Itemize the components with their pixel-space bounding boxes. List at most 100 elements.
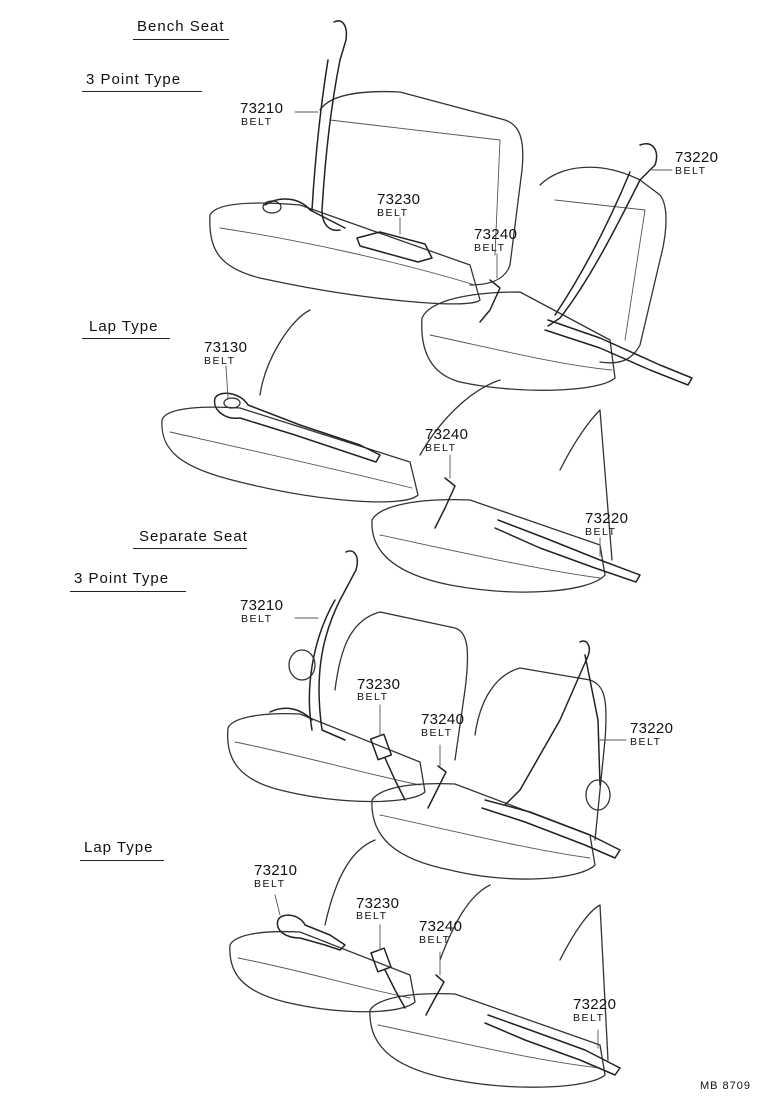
anchor-73130	[223, 397, 241, 409]
bench-seat-back-seam	[329, 119, 501, 256]
bench-lap-cushion	[161, 406, 419, 503]
header-bench-seat-underline	[133, 39, 229, 40]
callout-g4-73220: 73220	[573, 996, 617, 1013]
header-separate-seat: Separate Seat	[139, 528, 248, 545]
belt-73220-lap-bench	[494, 519, 641, 583]
sep-buckle-73240	[427, 765, 447, 809]
leader-g4-73210	[274, 894, 281, 916]
sep-front-right-cushion	[371, 782, 596, 880]
belt-73210-edge	[311, 59, 329, 211]
callout-g4-73210: 73210	[254, 862, 298, 879]
bench-lap-seat-back	[259, 309, 311, 396]
belt-73220-edge	[554, 171, 631, 316]
sep-lap-front-seam	[377, 1024, 601, 1069]
callout-g3-73240-belt: BELT	[421, 727, 453, 739]
leader-g2-73130	[225, 365, 229, 399]
sep-lap-belt-73210	[276, 914, 346, 951]
callout-g1-73210-belt: BELT	[241, 116, 273, 128]
callout-g2-73130-belt: BELT	[204, 355, 236, 367]
sep-front-right-back	[474, 667, 607, 841]
diagram-code: MB 8709	[700, 1080, 752, 1092]
callout-g2-73240: 73240	[425, 426, 469, 443]
callout-g4-73240-belt: BELT	[419, 934, 451, 946]
sep-belt-73220-shoulder	[504, 640, 591, 806]
sep-lap-buckle-73240	[425, 974, 445, 1016]
header-separate-3point-underline	[70, 591, 186, 592]
header-bench-seat: Bench Seat	[137, 18, 225, 35]
header-bench-3point: 3 Point Type	[86, 71, 182, 88]
callout-g3-73220-belt: BELT	[630, 736, 662, 748]
front-seat-back	[539, 166, 667, 364]
callout-g2-73220-belt: BELT	[585, 526, 617, 538]
callout-g4-73230: 73230	[356, 895, 400, 912]
front-seat-cushion	[421, 291, 616, 391]
bench-seat-back	[319, 90, 524, 286]
separate-lap-illustration	[229, 839, 621, 1088]
header-separate-seat-underline	[133, 548, 247, 549]
header-bench-3point-underline	[82, 91, 202, 92]
bench-lap-illustration	[161, 309, 641, 593]
callout-g1-73230-belt: BELT	[377, 207, 409, 219]
header-bench-lap-underline	[82, 338, 170, 339]
bench-3point-illustration	[209, 20, 693, 391]
callout-g1-73220-belt: BELT	[675, 165, 707, 177]
callout-g4-73240: 73240	[419, 918, 463, 935]
sep-lap-rear-back	[324, 839, 376, 926]
bench-lap-front-back-right	[559, 409, 613, 561]
bench-lap-front-cushion	[371, 499, 606, 593]
header-separate-lap-underline	[80, 860, 164, 861]
sep-belt-73210	[318, 550, 358, 741]
sep-strap-73230	[384, 757, 406, 801]
sep-rear-left-back	[334, 611, 469, 761]
front-seat-back-seam	[554, 199, 646, 341]
sep-lap-strap-73230	[384, 969, 406, 1009]
bench-cushion-seam	[219, 227, 476, 286]
callout-g4-73210-belt: BELT	[254, 878, 286, 890]
sep-lap-buckle-73230	[370, 947, 392, 973]
belt-73220-lap	[544, 319, 693, 386]
sep-lap-rear-cushion	[229, 930, 416, 1013]
sep-belt-73210-anchor	[269, 707, 313, 721]
callout-g2-73240-belt: BELT	[425, 442, 457, 454]
belt-73240-buckle	[479, 279, 501, 323]
callout-g4-73230-belt: BELT	[356, 910, 388, 922]
sep-lap-rear-seam	[237, 957, 411, 999]
belt-73210-shoulder	[321, 20, 348, 232]
front-cushion-seam	[429, 334, 613, 371]
header-separate-3point: 3 Point Type	[74, 570, 170, 587]
callout-g3-73210: 73210	[240, 597, 284, 614]
sep-lap-front-cushion	[369, 992, 606, 1088]
callout-g1-73240: 73240	[474, 226, 518, 243]
bench-lap-front-seam	[379, 534, 601, 579]
callout-g1-73230: 73230	[377, 191, 421, 208]
sep-belt-73220-pillar	[584, 654, 601, 786]
belt-73230-strap	[356, 231, 433, 263]
callout-g1-73240-belt: BELT	[474, 242, 506, 254]
sep-rear-left-seam	[234, 741, 421, 786]
header-bench-lap: Lap Type	[89, 318, 159, 335]
callout-g4-73220-belt: BELT	[573, 1012, 605, 1024]
sep-lap-front-back	[439, 884, 491, 961]
callout-g2-73220: 73220	[585, 510, 629, 527]
callout-g3-73230-belt: BELT	[357, 691, 389, 703]
bench-lap-cushion-seam	[169, 431, 413, 489]
sep-front-right-seam	[379, 814, 591, 859]
belt-73240-lap-buckle	[434, 477, 456, 529]
sep-belt-73220-lap	[481, 799, 621, 859]
bench-seat-cushion	[209, 202, 481, 305]
sep-belt-73210-edge	[308, 599, 336, 731]
separate-3point-illustration	[226, 550, 627, 880]
sep-lap-front-back-right	[559, 904, 609, 1061]
sep-rear-left-cushion	[226, 712, 426, 803]
retractor-73220-sep	[585, 779, 611, 811]
callout-g1-73210: 73210	[240, 100, 284, 117]
callout-g3-73210-belt: BELT	[241, 613, 273, 625]
callout-g3-73230: 73230	[357, 676, 401, 693]
callout-g2-73130: 73130	[204, 339, 248, 356]
callout-g1-73220: 73220	[675, 149, 719, 166]
callout-g3-73220: 73220	[630, 720, 674, 737]
retractor-73210	[262, 200, 282, 214]
retractor-73210-sep	[288, 649, 316, 681]
callout-g3-73240: 73240	[421, 711, 465, 728]
